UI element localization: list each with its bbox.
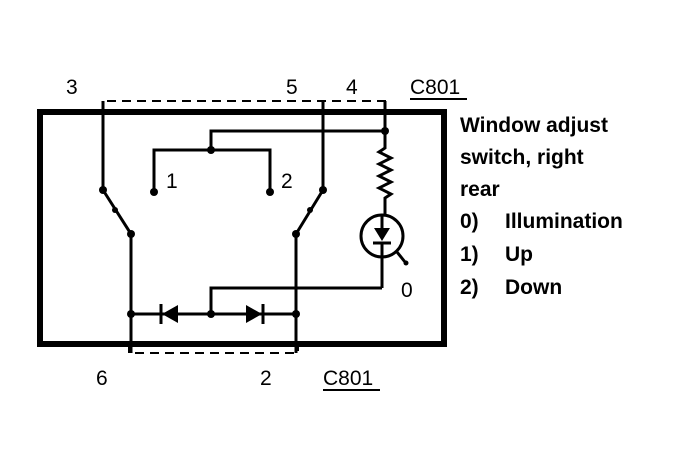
diode-bus-center-junction [207,310,215,318]
right-switch-mid-dot [307,207,313,213]
connector-bottom-bracket [128,344,299,354]
pin-2-label: 2 [260,367,272,390]
legend-item-0-number: 0) [460,210,479,233]
legend-title-line2: switch, right [460,146,584,169]
pin-6-label: 6 [96,367,108,390]
connector-bottom-label: C801 [323,367,373,390]
legend-item-1-number: 1) [460,243,479,266]
left-switch-pivot-top [99,186,107,194]
contact-1-label: 1 [166,170,178,193]
right-diode [246,305,262,323]
contact-2-label: 2 [281,170,293,193]
legend-item-2-text: Down [505,276,562,299]
left-switch-mid-dot [112,207,118,213]
right-switch-pivot-bottom [292,230,300,238]
lamp-return-wire [209,286,382,314]
connector-top-label: C801 [410,76,460,99]
legend-title-line1: Window adjust [460,114,608,137]
resistor [375,138,395,214]
right-switch-wire [294,101,325,353]
pin-5-label: 5 [286,76,298,99]
legend-title-line3: rear [460,178,500,201]
led-symbol [374,228,390,241]
led-emission-arrow [395,251,407,263]
led-emission-tip [403,260,409,266]
pin-4-label: 4 [346,76,358,99]
legend-item-1-text: Up [505,243,533,266]
legend-item-2-number: 2) [460,276,479,299]
switch-housing-outline [37,109,447,347]
diode-bus-left-junction [127,310,135,318]
diode-bus-right-junction [292,310,300,318]
left-diode [162,305,178,323]
illumination-label: 0 [401,279,413,302]
contact-2-terminal [266,188,274,196]
legend-item-0-text: Illumination [505,210,623,233]
contact-1-terminal [150,188,158,196]
feed-junction [381,127,389,135]
pin-3-label: 3 [66,76,78,99]
feed-wire [209,129,385,150]
right-switch-pivot-top [319,186,327,194]
left-switch-pivot-bottom [127,230,135,238]
left-switch-wire [101,101,133,353]
